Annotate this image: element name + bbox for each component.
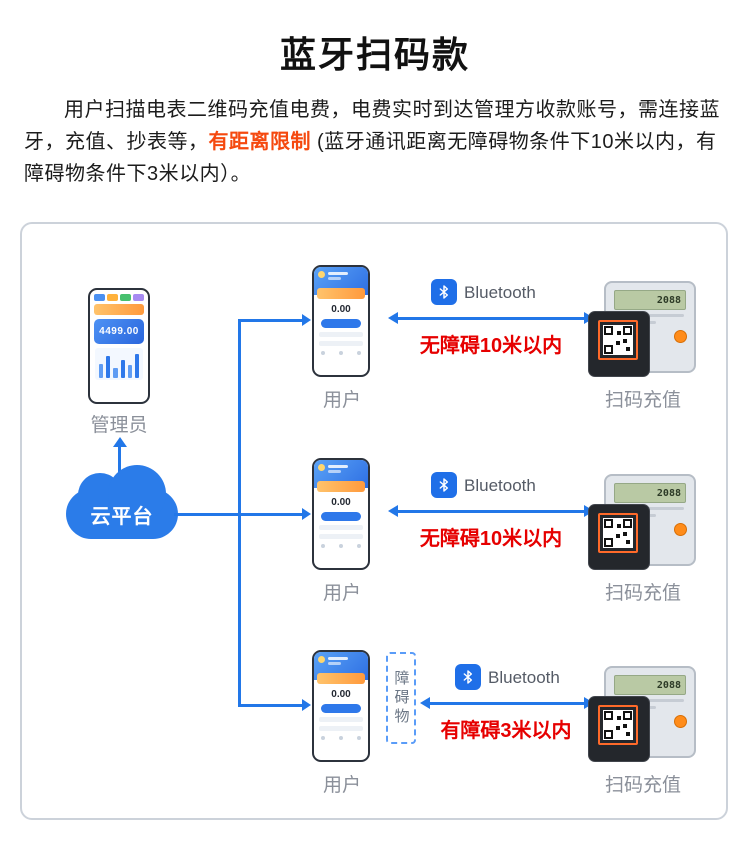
diagram-board: 4499.00 管理员 云平台 0.00 用户 [20, 222, 728, 820]
qr-code [603, 325, 633, 355]
meter-label: 扫码充值 [604, 390, 681, 411]
intro-paragraph: 用户扫描电表二维码充值电费，电费实时到达管理方收款账号，需连接蓝牙，充值、抄表等… [24, 94, 726, 190]
meter-display: 2088 [614, 483, 686, 503]
scan-frame [598, 705, 638, 745]
meter-label: 扫码充值 [604, 583, 681, 604]
bluetooth-label: Bluetooth [488, 668, 560, 687]
bluetooth-label: Bluetooth [464, 476, 536, 495]
user-balance: 0.00 [331, 304, 351, 315]
obstacle-box: 障碍物 [386, 652, 416, 744]
admin-balance-card: 4499.00 [94, 319, 144, 344]
intro-part2: (蓝牙通讯距离无障碍物条件下10米以内，有障碍物条件下3米以内）。 [24, 131, 717, 185]
page-title: 蓝牙扫码款 [279, 34, 470, 75]
user-app-banner [317, 288, 365, 299]
meter: 2088 [588, 666, 698, 762]
scanning-phone [588, 696, 650, 762]
row-2: 0.00 用户 Bluetooth 无障碍10米以内 2088 [22, 458, 726, 628]
bluetooth-label: Bluetooth [464, 283, 536, 302]
distance-arrow [388, 312, 594, 324]
scanning-phone [588, 311, 650, 377]
bluetooth-icon [431, 472, 457, 498]
user-app-banner [317, 481, 365, 492]
meter-button [674, 330, 687, 343]
meter: 2088 [588, 474, 698, 570]
bluetooth-icon [455, 664, 481, 690]
meter-label: 扫码充值 [604, 775, 681, 796]
branch-arrow-1 [238, 314, 311, 326]
meter-button [674, 523, 687, 536]
up-arrow [112, 437, 127, 482]
scan-frame [598, 513, 638, 553]
meter: 2088 [588, 281, 698, 377]
user-balance: 0.00 [331, 497, 351, 508]
user-phone: 0.00 [312, 650, 370, 762]
intro-highlight: 有距离限制 [208, 131, 311, 153]
admin-balance: 4499.00 [99, 326, 139, 337]
cloud-label: 云平台 [90, 505, 154, 528]
distance-arrow [420, 697, 594, 709]
meter-display: 2088 [614, 290, 686, 310]
distance-text: 有障碍3米以内 [440, 720, 572, 742]
user-label: 用户 [322, 583, 361, 604]
row-1: 0.00 用户 Bluetooth 无障碍10米以内 2088 [22, 265, 726, 435]
admin-app-icons [94, 294, 144, 301]
admin-phone: 4499.00 [88, 288, 150, 404]
row-3: 0.00 用户 障碍物 Bluetooth 有障碍3米以内 2088 [22, 650, 726, 820]
admin-label: 管理员 [90, 415, 148, 436]
cloud-connector-line [174, 513, 240, 516]
user-phone: 0.00 [312, 265, 370, 377]
scan-frame [598, 320, 638, 360]
connector-vertical-line [238, 319, 241, 706]
qr-code [603, 518, 633, 548]
scanning-phone [588, 504, 650, 570]
user-app-banner [317, 673, 365, 684]
admin-bar-chart [95, 348, 143, 380]
qr-code [603, 710, 633, 740]
bluetooth-icon [431, 279, 457, 305]
user-recharge-button [321, 319, 361, 328]
user-balance: 0.00 [331, 689, 351, 700]
admin-banner [94, 304, 144, 315]
user-label: 用户 [322, 775, 361, 796]
meter-display: 2088 [614, 675, 686, 695]
intro-part1: 用户扫描电表二维码充值电费，电费实时到达管理方收款账号，需连接蓝牙，充值、抄表等… [24, 99, 720, 153]
branch-arrow-3 [238, 699, 311, 711]
meter-button [674, 715, 687, 728]
user-label: 用户 [322, 390, 361, 411]
obstacle-label: 障碍物 [392, 669, 410, 727]
distance-text: 无障碍10米以内 [419, 528, 563, 550]
cloud: 云平台 [66, 465, 178, 539]
distance-text: 无障碍10米以内 [419, 335, 563, 357]
user-recharge-button [321, 704, 361, 713]
user-recharge-button [321, 512, 361, 521]
distance-arrow [388, 505, 594, 517]
user-phone: 0.00 [312, 458, 370, 570]
branch-arrow-2 [238, 508, 311, 520]
